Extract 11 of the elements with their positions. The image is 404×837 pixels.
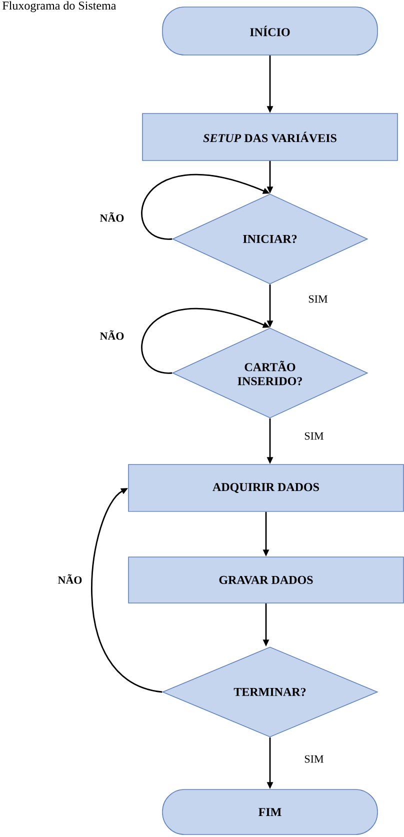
edge-label: NÃO: [58, 574, 82, 584]
edge-label: SIM: [304, 755, 324, 763]
edge-label: NÃO: [100, 212, 124, 222]
process-box: ADQUIRIR DADOS: [128, 464, 404, 512]
edge-label: NÃO: [100, 330, 124, 340]
edge-label: SIM: [304, 432, 324, 440]
edge-label: SIM: [308, 295, 328, 303]
process-box: GRAVAR DADOS: [128, 556, 404, 604]
title: Fluxograma do Sistema: [2, 1, 116, 12]
process-box: SETUP DAS VARIÁVEIS: [142, 113, 398, 161]
arrow: [91, 488, 162, 693]
